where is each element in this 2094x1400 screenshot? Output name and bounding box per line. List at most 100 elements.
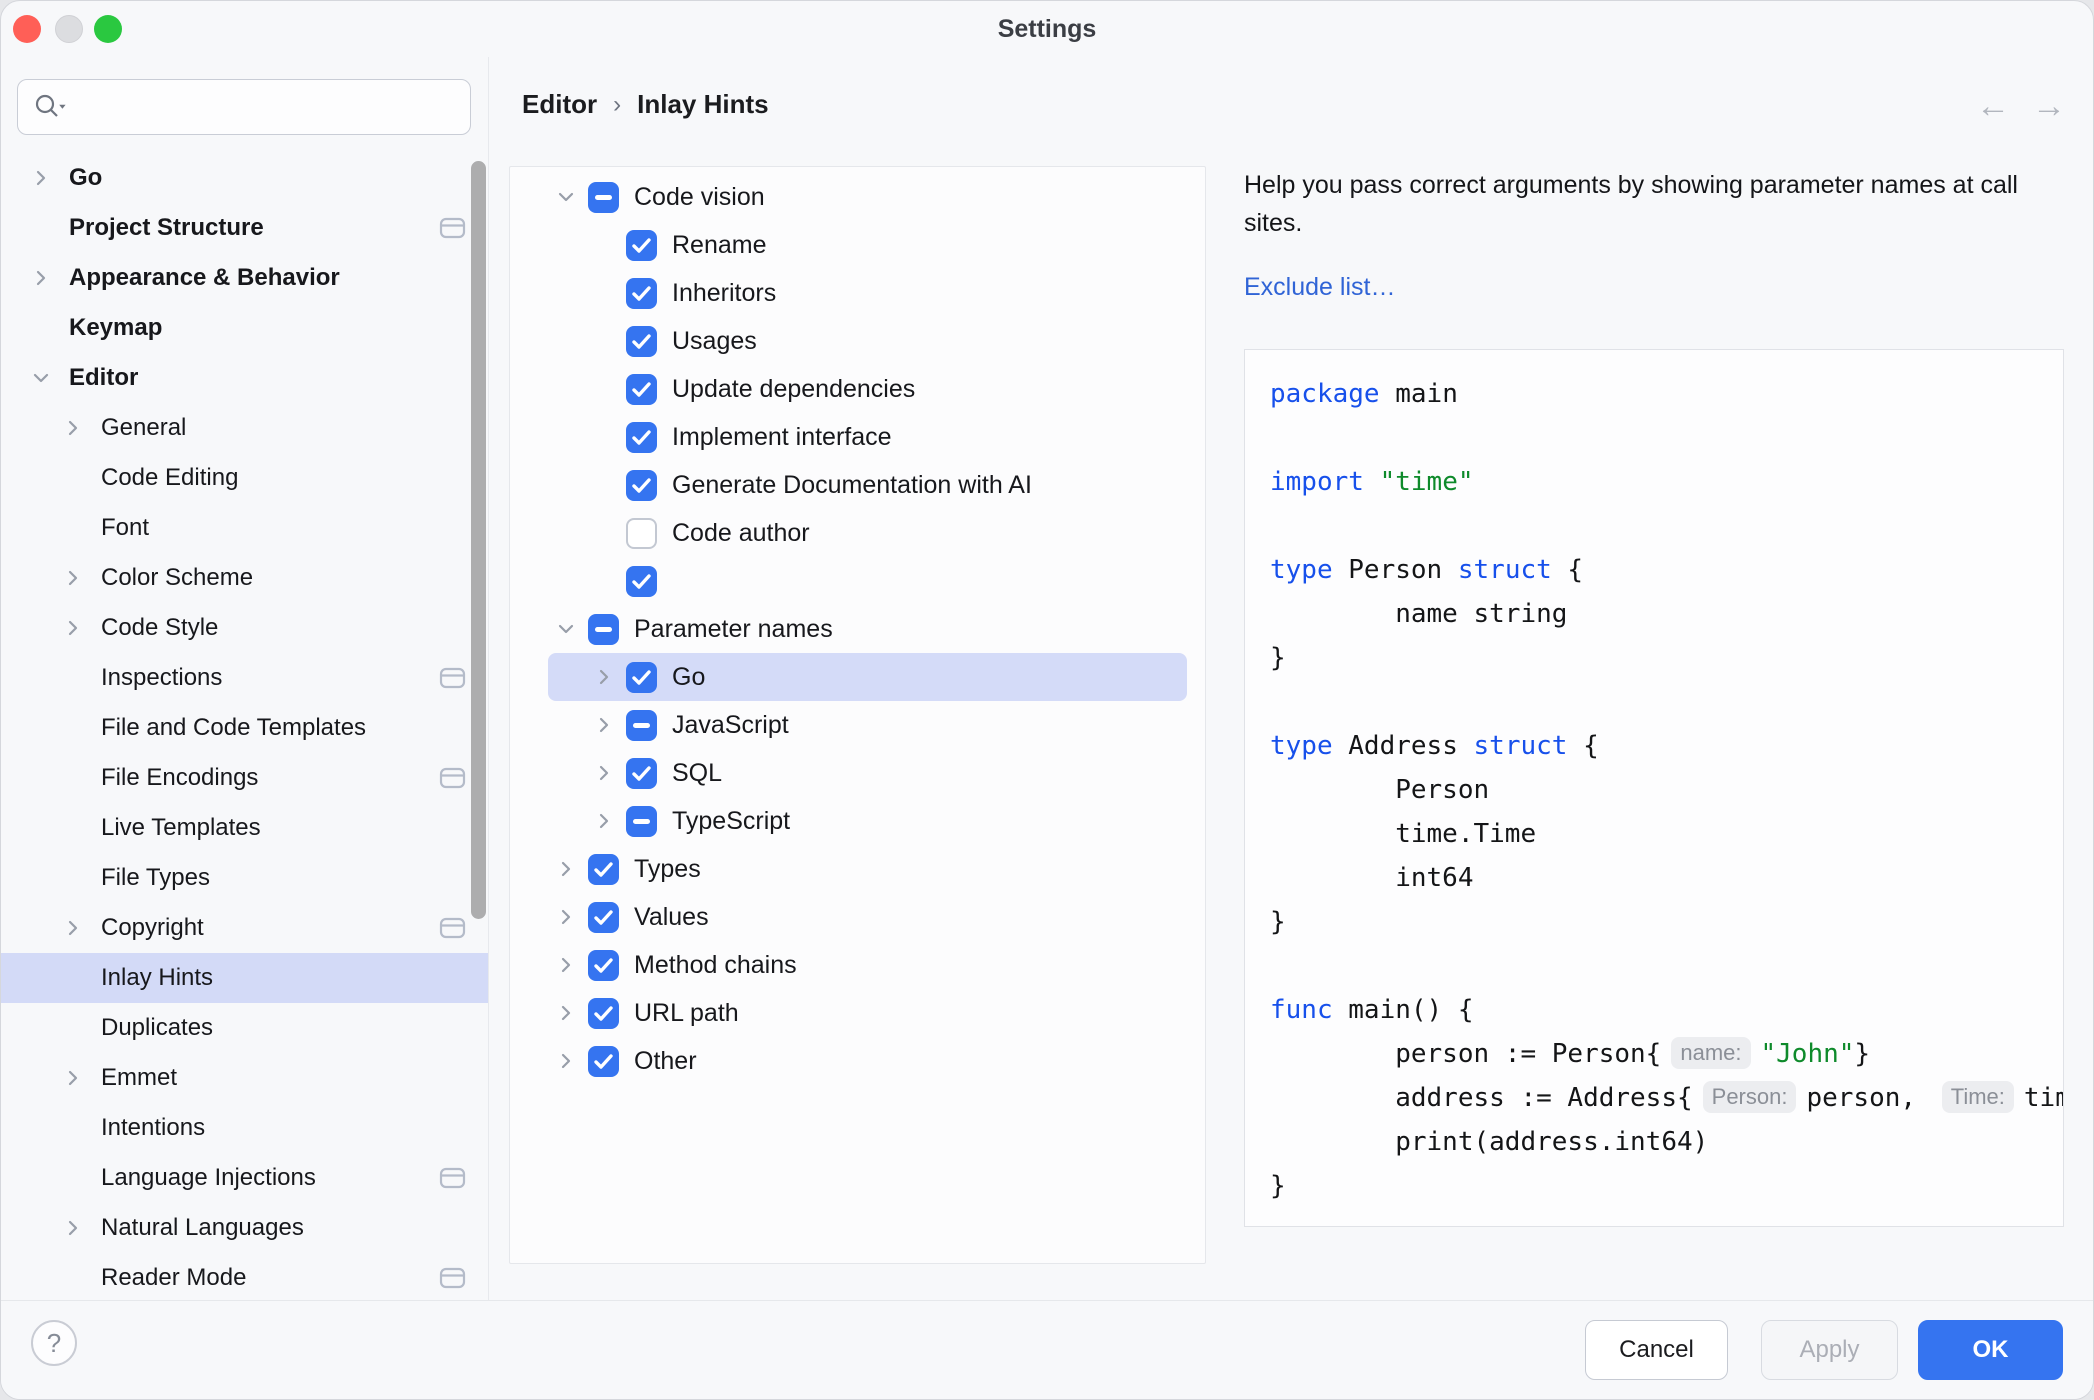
sidebar-item-duplicates[interactable]: Duplicates xyxy=(1,1003,488,1053)
sidebar-item-emmet[interactable]: Emmet xyxy=(1,1053,488,1103)
sidebar-item-appearance-behavior[interactable]: Appearance & Behavior xyxy=(1,253,488,303)
tree-item-url-path[interactable]: URL path xyxy=(548,989,1187,1037)
chevron-right-icon[interactable] xyxy=(594,811,614,831)
checkbox-url-path[interactable] xyxy=(588,997,619,1029)
checkbox-typescript[interactable] xyxy=(626,805,657,837)
tree-item-go[interactable]: Go xyxy=(548,653,1187,701)
tree-item-generate-documentation-with-ai[interactable]: Generate Documentation with AI xyxy=(548,461,1187,509)
chevron-right-icon[interactable] xyxy=(63,1068,83,1088)
sidebar-item-code-style[interactable]: Code Style xyxy=(1,603,488,653)
tree-item-label: Usages xyxy=(672,326,757,355)
tree-item-typescript[interactable]: TypeScript xyxy=(548,797,1187,845)
sidebar-item-code-editing[interactable]: Code Editing xyxy=(1,453,488,503)
chevron-right-icon[interactable] xyxy=(556,907,576,927)
checkbox-code-vision[interactable] xyxy=(588,181,619,213)
chevron-right-icon[interactable] xyxy=(63,618,83,638)
sidebar-item-inspections[interactable]: Inspections xyxy=(1,653,488,703)
chevron-right-icon[interactable] xyxy=(556,955,576,975)
chevron-right-icon[interactable] xyxy=(31,268,51,288)
chevron-right-icon[interactable] xyxy=(556,859,576,879)
window-title: Settings xyxy=(997,14,1097,43)
breadcrumb-separator: › xyxy=(613,90,622,118)
checkbox-usages[interactable] xyxy=(626,325,657,357)
sidebar-item-editor[interactable]: Editor xyxy=(1,353,488,403)
back-arrow-icon[interactable]: ← xyxy=(1976,87,2010,125)
checkbox-inheritors[interactable] xyxy=(626,277,657,309)
sidebar-item-intentions[interactable]: Intentions xyxy=(1,1103,488,1153)
breadcrumb-editor[interactable]: Editor xyxy=(522,89,598,119)
close-window-button[interactable] xyxy=(13,15,41,43)
tree-item-inheritors[interactable]: Inheritors xyxy=(548,269,1187,317)
zoom-window-button[interactable] xyxy=(94,15,122,43)
tree-item-other[interactable]: Other xyxy=(548,1037,1187,1085)
sidebar-item-copyright[interactable]: Copyright xyxy=(1,903,488,953)
checkbox-types[interactable] xyxy=(588,853,619,885)
search-input[interactable] xyxy=(17,79,471,135)
chevron-down-icon[interactable] xyxy=(556,619,576,639)
chevron-right-icon[interactable] xyxy=(556,1051,576,1071)
sidebar-item-language-injections[interactable]: Language Injections xyxy=(1,1153,488,1203)
tree-item-rename[interactable]: Rename xyxy=(548,221,1187,269)
sidebar-item-file-encodings[interactable]: File Encodings xyxy=(1,753,488,803)
checkbox-javascript[interactable] xyxy=(626,709,657,741)
checkbox-other[interactable] xyxy=(588,1045,619,1077)
sidebar-item-inlay-hints[interactable]: Inlay Hints xyxy=(1,953,488,1003)
tree-item-types[interactable]: Types xyxy=(548,845,1187,893)
checkbox-go[interactable] xyxy=(626,661,657,693)
chevron-right-icon[interactable] xyxy=(63,1218,83,1238)
sidebar-item-keymap[interactable]: Keymap xyxy=(1,303,488,353)
tree-item-values[interactable]: Values xyxy=(548,893,1187,941)
tree-item-update-dependencies[interactable]: Update dependencies xyxy=(548,365,1187,413)
chevron-right-icon[interactable] xyxy=(594,715,614,735)
sidebar-item-file-and-code-templates[interactable]: File and Code Templates xyxy=(1,703,488,753)
checkbox-code-author[interactable] xyxy=(626,517,657,549)
tree-item-code-author[interactable]: Code author xyxy=(548,509,1187,557)
sidebar-item-go[interactable]: Go xyxy=(1,153,488,203)
tree-item-blank[interactable] xyxy=(548,557,1187,605)
sidebar-item-font[interactable]: Font xyxy=(1,503,488,553)
tree-item-code-vision[interactable]: Code vision xyxy=(548,173,1187,221)
sidebar-item-reader-mode[interactable]: Reader Mode xyxy=(1,1253,488,1303)
checkbox-update-dependencies[interactable] xyxy=(626,373,657,405)
checkbox-parameter-names[interactable] xyxy=(588,613,619,645)
code-line xyxy=(1270,416,2063,460)
chevron-right-icon[interactable] xyxy=(594,667,614,687)
chevron-right-icon[interactable] xyxy=(556,1003,576,1023)
tree-item-parameter-names[interactable]: Parameter names xyxy=(548,605,1187,653)
chevron-right-icon[interactable] xyxy=(63,568,83,588)
sidebar-item-file-types[interactable]: File Types xyxy=(1,853,488,903)
chevron-right-icon[interactable] xyxy=(594,763,614,783)
tree-item-label: Values xyxy=(634,902,709,931)
checkbox-generate-documentation-with-ai[interactable] xyxy=(626,469,657,501)
minimize-window-button[interactable] xyxy=(55,15,83,43)
cancel-button[interactable]: Cancel xyxy=(1585,1320,1728,1380)
sidebar-item-general[interactable]: General xyxy=(1,403,488,453)
sidebar-item-project-structure[interactable]: Project Structure xyxy=(1,203,488,253)
tree-item-method-chains[interactable]: Method chains xyxy=(548,941,1187,989)
apply-button[interactable]: Apply xyxy=(1761,1320,1898,1380)
tree-item-sql[interactable]: SQL xyxy=(548,749,1187,797)
forward-arrow-icon[interactable]: → xyxy=(2032,87,2066,125)
exclude-list-link[interactable]: Exclude list… xyxy=(1244,273,1396,301)
chevron-down-icon[interactable] xyxy=(556,187,576,207)
checkbox-sql[interactable] xyxy=(626,757,657,789)
chevron-right-icon[interactable] xyxy=(31,168,51,188)
chevron-right-icon[interactable] xyxy=(63,418,83,438)
sidebar-item-color-scheme[interactable]: Color Scheme xyxy=(1,553,488,603)
code-line: Person xyxy=(1270,775,1490,805)
checkbox-values[interactable] xyxy=(588,901,619,933)
tree-item-usages[interactable]: Usages xyxy=(548,317,1187,365)
chevron-right-icon[interactable] xyxy=(63,918,83,938)
tree-item-javascript[interactable]: JavaScript xyxy=(548,701,1187,749)
help-button[interactable]: ? xyxy=(31,1320,77,1366)
checkbox-method-chains[interactable] xyxy=(588,949,619,981)
sidebar-scrollbar-thumb[interactable] xyxy=(471,161,486,919)
checkbox-implement-interface[interactable] xyxy=(626,421,657,453)
ok-button[interactable]: OK xyxy=(1918,1320,2063,1380)
sidebar-item-live-templates[interactable]: Live Templates xyxy=(1,803,488,853)
tree-item-implement-interface[interactable]: Implement interface xyxy=(548,413,1187,461)
sidebar-item-natural-languages[interactable]: Natural Languages xyxy=(1,1203,488,1253)
chevron-down-icon[interactable] xyxy=(31,368,51,388)
checkbox-blank[interactable] xyxy=(626,565,657,597)
checkbox-rename[interactable] xyxy=(626,229,657,261)
